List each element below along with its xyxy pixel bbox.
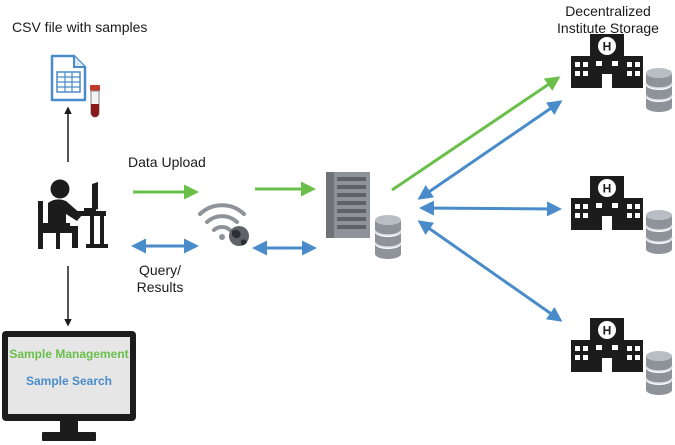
storage-database-icon-2 xyxy=(645,209,673,255)
monitor-sample-search-text: Sample Search xyxy=(25,374,113,388)
csv-file-icon xyxy=(50,54,87,102)
wifi-icon xyxy=(198,203,246,240)
sample-tube-icon xyxy=(90,85,100,118)
central-database-icon xyxy=(374,214,402,260)
globe-icon xyxy=(229,226,249,246)
monitor-sample-management-text: Sample Management xyxy=(9,347,129,361)
query-results-label: Query/ Results xyxy=(136,262,184,295)
hospital-icon-1 xyxy=(571,34,643,88)
storage-label: Decentralized Institute Storage xyxy=(557,3,659,36)
data-upload-label: Data Upload xyxy=(128,154,206,170)
arrow-query-server-institute-2 xyxy=(419,200,562,217)
server-icon xyxy=(326,172,370,238)
monitor-icon xyxy=(2,331,136,441)
storage-database-icon-1 xyxy=(645,67,673,113)
hospital-icon-3 xyxy=(571,318,643,372)
csv-file-label: CSV file with samples xyxy=(12,19,148,35)
hospital-icon-2 xyxy=(571,176,643,230)
arrow-upload-server-to-institute-1 xyxy=(391,76,561,192)
user-at-computer-icon xyxy=(38,179,108,249)
arrow-query-server-institute-1 xyxy=(417,100,563,200)
storage-database-icon-3 xyxy=(645,350,673,396)
arrow-query-server-institute-3 xyxy=(417,220,563,322)
